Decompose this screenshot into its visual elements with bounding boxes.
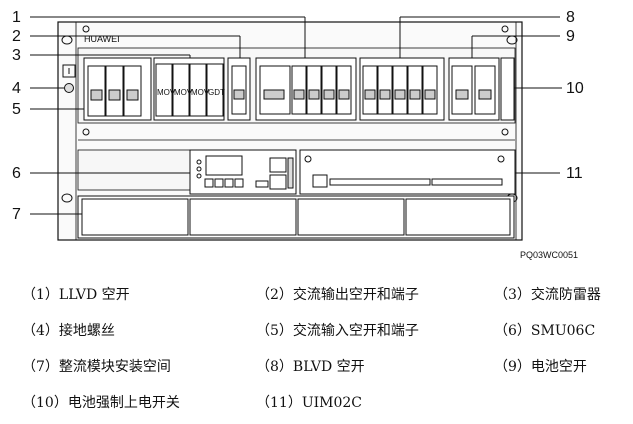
rectifier-slots (77, 195, 515, 239)
legend-row: （10）电池强制上电开关 （11）UIM02C (22, 392, 632, 412)
callout-4: 4 (12, 80, 21, 97)
ac-input-breakers (83, 57, 152, 121)
legend-item: （9）电池空开 (494, 359, 587, 375)
callout-3: 3 (12, 47, 21, 64)
brand-logo: HUAWEI (84, 34, 120, 44)
callout-lines (30, 16, 562, 215)
legend-item: （10）电池强制上电开关 (22, 395, 180, 411)
subrack-diagram: HUAWEI MOV MOV MOV GDT (12, 9, 584, 260)
legend-row: （4）接地螺丝 （5）交流输入空开和端子 （6）SMU06C (22, 320, 632, 340)
callout-2: 2 (12, 28, 21, 45)
callout-10: 10 (566, 80, 584, 97)
figure-code: PQ03WC0051 (520, 250, 578, 260)
mov-label: MOV (157, 88, 176, 97)
gdt-label: GDT (208, 88, 225, 97)
legend-row: （7）整流模块安装空间 （8）BLVD 空开 （9）电池空开 (22, 356, 632, 376)
callout-7: 7 (12, 206, 21, 223)
legend-item: （5）交流输入空开和端子 (256, 323, 419, 339)
legend-item: （4）接地螺丝 (22, 323, 115, 339)
callout-8: 8 (566, 9, 575, 26)
legend-item: （8）BLVD 空开 (256, 359, 365, 375)
blvd-breakers (359, 57, 445, 121)
callout-11: 11 (566, 165, 583, 182)
legend-item: （6）SMU06C (494, 323, 596, 339)
ac-output-breaker (227, 57, 251, 121)
callout-1: 1 (12, 9, 21, 26)
battery-breakers (448, 57, 500, 121)
callout-6: 6 (12, 165, 21, 182)
ground-screw (62, 64, 76, 93)
llvd-breakers (255, 57, 357, 121)
callout-5: 5 (12, 101, 21, 118)
legend-item: （1）LLVD 空开 (22, 287, 130, 303)
legend-row: （1）LLVD 空开 （2）交流输出空开和端子 （3）交流防雷器 (22, 284, 632, 304)
mov-label: MOV (174, 88, 193, 97)
battery-force-switch (500, 57, 515, 121)
smu-controller (189, 149, 297, 195)
ac-surge-protector: MOV MOV MOV GDT (153, 57, 225, 121)
callout-9: 9 (566, 28, 575, 45)
legend-item: （2）交流输出空开和端子 (256, 287, 419, 303)
mov-label: MOV (191, 88, 210, 97)
legend-item: （3）交流防雷器 (494, 287, 601, 303)
legend-item: （11）UIM02C (256, 395, 363, 411)
legend-item: （7）整流模块安装空间 (22, 359, 171, 375)
uim-board (299, 149, 516, 195)
